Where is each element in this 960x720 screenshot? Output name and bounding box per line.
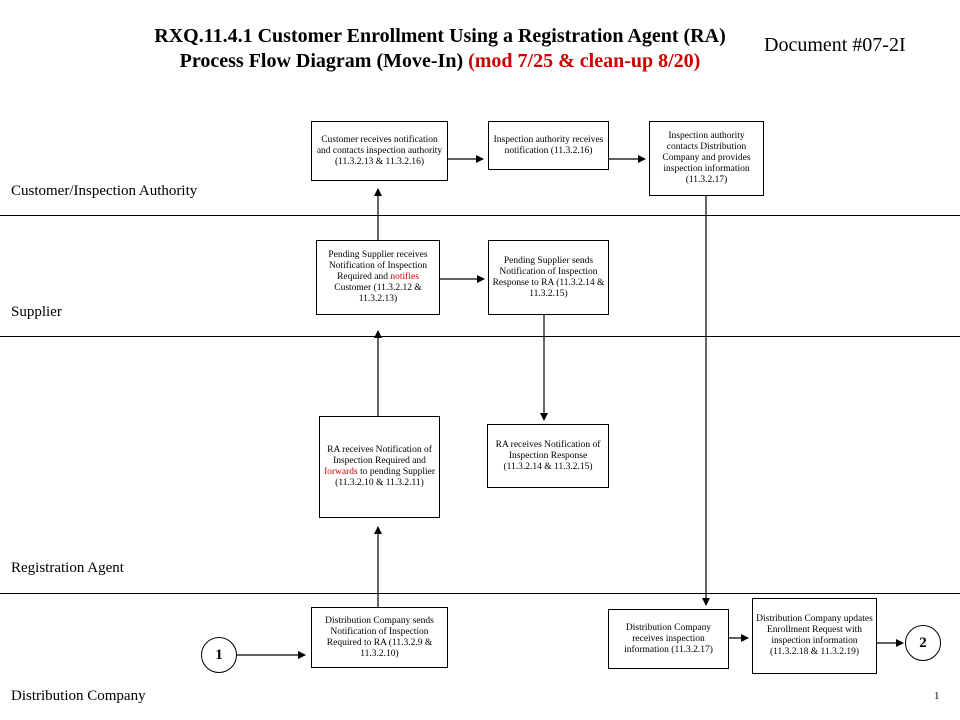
ra-receives-highlight: forwards bbox=[323, 467, 358, 477]
box-dc-sends-notification: Distribution Company sends Notification … bbox=[311, 607, 448, 668]
ra-receives-text-a: RA receives Notification of Inspection R… bbox=[327, 445, 432, 466]
box-inspection-authority-receives: Inspection authority receives notificati… bbox=[488, 121, 609, 170]
page-title: RXQ.11.4.1 Customer Enrollment Using a R… bbox=[130, 24, 750, 74]
box-ra-receives-response-text: RA receives Notification of Inspection R… bbox=[495, 439, 601, 472]
connector-end: 2 bbox=[905, 625, 941, 661]
connector-start: 1 bbox=[201, 637, 237, 673]
supplier-receives-text-a: Pending Supplier receives Notification o… bbox=[328, 250, 428, 282]
box-supplier-receives-notification-text: Pending Supplier receives Notification o… bbox=[320, 250, 436, 305]
supplier-receives-highlight: notifies bbox=[390, 272, 419, 282]
title-main: RXQ.11.4.1 Customer Enrollment Using a R… bbox=[154, 25, 726, 72]
box-customer-receives-notification: Customer receives notification and conta… bbox=[311, 121, 448, 181]
box-inspection-authority-contacts: Inspection authority contacts Distributi… bbox=[649, 121, 764, 196]
box-inspection-authority-receives-text: Inspection authority receives notificati… bbox=[493, 134, 604, 156]
box-supplier-receives-notification: Pending Supplier receives Notification o… bbox=[316, 240, 440, 315]
supplier-receives-text-b: Customer (11.3.2.12 & 11.3.2.13) bbox=[334, 283, 422, 304]
lane-divider-supplier-ra bbox=[0, 336, 960, 337]
lane-label-distribution-company: Distribution Company bbox=[11, 688, 146, 704]
page-number: 1 bbox=[934, 690, 940, 702]
box-supplier-sends-response: Pending Supplier sends Notification of I… bbox=[488, 240, 609, 315]
lane-label-customer: Customer/Inspection Authority bbox=[11, 183, 198, 199]
lane-label-registration-agent: Registration Agent bbox=[11, 560, 124, 576]
box-dc-updates-enrollment-text: Distribution Company updates Enrollment … bbox=[756, 614, 873, 657]
box-ra-receives-required-text: RA receives Notification of Inspection R… bbox=[323, 445, 436, 489]
box-dc-receives-information: Distribution Company receives inspection… bbox=[608, 609, 729, 669]
box-dc-receives-information-text: Distribution Company receives inspection… bbox=[624, 622, 713, 655]
box-dc-sends-notification-text: Distribution Company sends Notification … bbox=[325, 615, 434, 659]
lane-label-supplier: Supplier bbox=[11, 304, 62, 320]
lane-divider-customer-supplier bbox=[0, 215, 960, 216]
box-customer-receives-notification-text: Customer receives notification and conta… bbox=[316, 134, 443, 167]
box-ra-receives-response: RA receives Notification of Inspection R… bbox=[487, 424, 609, 488]
box-supplier-sends-response-text: Pending Supplier sends Notification of I… bbox=[492, 255, 605, 299]
ra-receives-text-b: to pending Supplier (11.3.2.10 & 11.3.2.… bbox=[335, 467, 436, 488]
title-modification-note: (mod 7/25 & clean-up 8/20) bbox=[468, 50, 701, 72]
box-inspection-authority-contacts-text: Inspection authority contacts Distributi… bbox=[662, 131, 751, 185]
lane-divider-ra-distribution bbox=[0, 593, 960, 594]
document-number: Document #07-2I bbox=[764, 34, 906, 56]
box-ra-receives-required: RA receives Notification of Inspection R… bbox=[319, 416, 440, 518]
box-dc-updates-enrollment: Distribution Company updates Enrollment … bbox=[752, 598, 877, 674]
